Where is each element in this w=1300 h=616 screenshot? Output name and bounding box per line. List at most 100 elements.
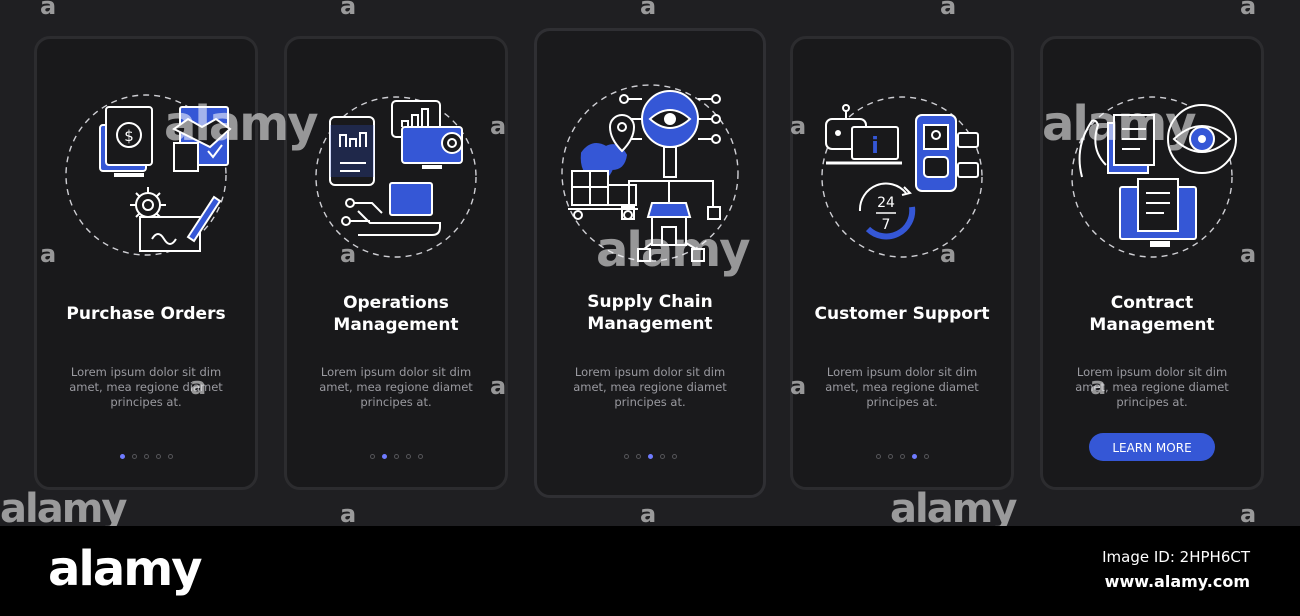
watermark-letter: a xyxy=(640,500,657,528)
hand-documents-icon xyxy=(1078,114,1155,178)
watermark-letter: a xyxy=(1240,0,1257,20)
watermark-letter: a xyxy=(490,112,507,140)
watermark-letter: a xyxy=(1240,500,1257,528)
pagination-dot-5[interactable] xyxy=(671,454,677,459)
onboarding-card-operations-management: Operations Management Lorem ipsum dolor … xyxy=(284,36,508,490)
watermark-letter: a xyxy=(940,0,957,20)
card-body-text: Lorem ipsum dolor sit dim amet, mea regi… xyxy=(825,365,979,409)
handshake-document-icon xyxy=(172,106,232,172)
watermark-logo: alamy xyxy=(890,486,1017,532)
card-title-line-2: Management xyxy=(587,314,713,334)
watermark-letter: a xyxy=(40,0,57,20)
pagination-dot-1[interactable] xyxy=(875,454,881,459)
pagination-dot-1[interactable] xyxy=(369,454,375,459)
card-title: Contract Management xyxy=(1043,292,1261,336)
watermark-letter: a xyxy=(340,0,357,20)
dashed-circle xyxy=(1071,96,1233,258)
alamy-logo: alamy xyxy=(48,541,203,597)
purchase-orders-illustration: $ xyxy=(65,94,232,256)
card-title-line-1: Supply Chain xyxy=(587,292,713,312)
card-body-text: Lorem ipsum dolor sit dim amet, mea regi… xyxy=(573,365,727,409)
svg-text:7: 7 xyxy=(882,217,891,233)
watermark-letter: a xyxy=(40,240,57,268)
pagination-dot-2[interactable] xyxy=(887,454,893,459)
chatbot-laptop-icon: i xyxy=(825,104,902,165)
onboarding-stage: $ Purchase Orders Lorem ipsum dolor sit … xyxy=(0,0,1300,532)
support-24-7-icon: 24 7 xyxy=(858,182,916,240)
gear-contract-icon xyxy=(130,187,222,252)
pagination-dot-2[interactable] xyxy=(635,454,641,459)
onboarding-card-contract-management: Contract Management Lorem ipsum dolor si… xyxy=(1040,36,1264,490)
svg-text:i: i xyxy=(871,134,879,159)
stock-footer: alamy Image ID: 2HPH6CT www.alamy.com xyxy=(0,526,1300,616)
onboarding-card-supply-chain-management: Supply Chain Management Lorem ipsum dolo… xyxy=(534,28,766,498)
pagination-dots xyxy=(793,444,1011,463)
card-body-text: Lorem ipsum dolor sit dim amet, mea regi… xyxy=(1075,365,1229,409)
smartphone-chat-icon xyxy=(915,114,979,192)
onboarding-card-purchase-orders: $ Purchase Orders Lorem ipsum dolor sit … xyxy=(34,36,258,490)
site-url: www.alamy.com xyxy=(1104,572,1250,591)
pagination-dot-2[interactable] xyxy=(381,454,387,459)
pagination-dot-1[interactable] xyxy=(119,454,125,459)
pagination-dot-3[interactable] xyxy=(647,454,653,459)
onboarding-card-customer-support: i 24 7 Customer Support Lorem ipsum d xyxy=(790,36,1014,490)
pagination-dot-4[interactable] xyxy=(155,454,161,459)
image-id: Image ID: 2HPH6CT xyxy=(1102,548,1250,566)
watermark-letter: a xyxy=(340,500,357,528)
monitor-gear-icon xyxy=(391,100,463,169)
watermark-letter: a xyxy=(1240,240,1257,268)
card-body-text: Lorem ipsum dolor sit dim amet, mea regi… xyxy=(319,365,473,409)
hand-computer-icon xyxy=(341,182,441,236)
operations-management-illustration xyxy=(315,96,477,258)
watermark-letter: a xyxy=(340,240,357,268)
pagination-dot-1[interactable] xyxy=(623,454,629,459)
pagination-dot-4[interactable] xyxy=(911,454,917,459)
contract-management-illustration xyxy=(1071,96,1237,258)
pagination-dots xyxy=(37,444,255,463)
pagination-dot-3[interactable] xyxy=(143,454,149,459)
watermark-logo: alamy xyxy=(1042,96,1197,152)
card-title: Customer Support xyxy=(814,304,990,324)
eye-magnifier-icon xyxy=(619,90,721,178)
card-title: Supply Chain Management xyxy=(537,291,763,335)
card-body-text: Lorem ipsum dolor sit dim amet, mea regi… xyxy=(69,365,223,409)
watermark-letter: a xyxy=(940,240,957,268)
pagination-dot-4[interactable] xyxy=(405,454,411,459)
watermark-letter: a xyxy=(1090,372,1107,400)
watermark-logo: alamy xyxy=(164,96,319,152)
dashed-circle xyxy=(561,84,739,262)
watermark-letter: a xyxy=(790,372,807,400)
learn-more-button[interactable]: LEARN MORE xyxy=(1089,433,1215,461)
delivery-cart-icon xyxy=(568,170,638,220)
pagination-dot-5[interactable] xyxy=(923,454,929,459)
card-title: Purchase Orders xyxy=(66,304,226,324)
watermark-letter: a xyxy=(640,0,657,20)
customer-support-illustration: i 24 7 xyxy=(821,96,983,258)
svg-text:$: $ xyxy=(124,127,134,145)
pagination-dot-2[interactable] xyxy=(131,454,137,459)
pagination-dot-5[interactable] xyxy=(417,454,423,459)
pagination-dots xyxy=(537,444,763,463)
dashed-circle xyxy=(315,96,477,258)
svg-text:24: 24 xyxy=(877,195,895,211)
pagination-dot-4[interactable] xyxy=(659,454,665,459)
pagination-dot-5[interactable] xyxy=(167,454,173,459)
monitor-contract-icon xyxy=(1119,178,1197,247)
pagination-dot-3[interactable] xyxy=(393,454,399,459)
pagination-dot-3[interactable] xyxy=(899,454,905,459)
watermark-logo: alamy xyxy=(0,486,127,532)
card-title-line-2: Management xyxy=(1089,315,1215,335)
card-title-line-1: Contract xyxy=(1110,293,1194,313)
watermark-logo: alamy xyxy=(596,222,751,278)
card-title: Operations Management xyxy=(287,292,505,336)
watermark-letter: a xyxy=(790,112,807,140)
dashed-circle xyxy=(821,96,983,258)
monitor-dollar-icon: $ xyxy=(99,106,153,177)
card-title-line-1: Operations xyxy=(343,293,449,313)
pagination-dots xyxy=(287,444,505,463)
store-network-icon xyxy=(621,180,721,262)
eye-icon xyxy=(1167,104,1237,174)
card-title-line-2: Management xyxy=(333,315,459,335)
phone-chart-icon xyxy=(329,116,375,186)
dashed-circle xyxy=(65,94,227,256)
